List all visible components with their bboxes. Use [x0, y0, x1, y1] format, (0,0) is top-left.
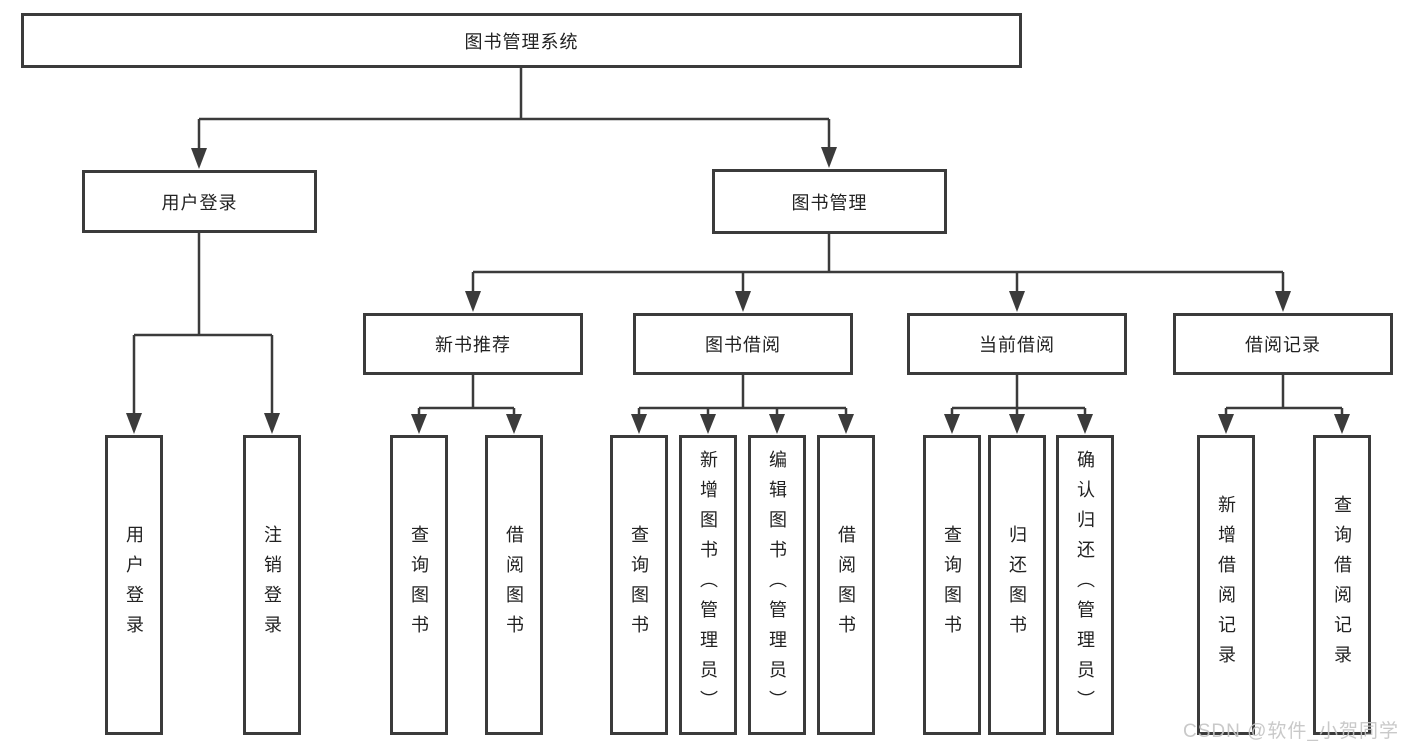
node-user-login: 用户登录 [82, 170, 317, 233]
node-label: 新增图书（管理员） [698, 450, 718, 720]
node-label: 查询图书 [942, 525, 962, 645]
connector-book-management-children [465, 234, 1291, 312]
connector-current-borrow-children [944, 375, 1093, 434]
arrowhead-icon [1218, 414, 1234, 434]
node-label: 借阅图书 [504, 525, 524, 645]
node-label: 图书管理系统 [464, 31, 579, 52]
node-label: 新增借阅记录 [1216, 495, 1236, 675]
arrowhead-icon [1077, 414, 1093, 434]
node-label: 查询借阅记录 [1332, 495, 1352, 675]
leaf-query-books-borrow: 查询图书 [610, 435, 668, 735]
arrowhead-icon [264, 413, 280, 434]
leaf-return-books: 归还图书 [988, 435, 1046, 735]
connector-root-to-level2 [191, 68, 837, 169]
csdn-watermark: CSDN @软件_小贺同学 [1183, 721, 1399, 742]
node-label: 查询图书 [629, 525, 649, 645]
node-new-book-recommend: 新书推荐 [363, 313, 583, 375]
node-label: 图书借阅 [705, 335, 781, 355]
leaf-add-books-admin: 新增图书（管理员） [679, 435, 737, 735]
arrowhead-icon [735, 291, 751, 312]
connector-new-book-children [411, 375, 522, 434]
node-current-borrow: 当前借阅 [907, 313, 1127, 375]
arrowhead-icon [944, 414, 960, 434]
arrowhead-icon [126, 413, 142, 434]
node-label: 用户登录 [124, 525, 144, 645]
node-label: 借阅记录 [1245, 335, 1321, 355]
node-label: 查询图书 [409, 525, 429, 645]
node-label: 归还图书 [1007, 525, 1027, 645]
connector-user-login-children [126, 233, 280, 434]
node-book-management: 图书管理 [712, 169, 947, 234]
node-label: 确认归还（管理员） [1075, 450, 1095, 720]
leaf-borrow-books-recommend: 借阅图书 [485, 435, 543, 735]
arrowhead-icon [465, 291, 481, 312]
leaf-user-login: 用户登录 [105, 435, 163, 735]
node-book-borrow: 图书借阅 [633, 313, 853, 375]
node-label: 新书推荐 [435, 335, 511, 355]
leaf-borrow-books: 借阅图书 [817, 435, 875, 735]
node-label: 图书管理 [791, 192, 868, 213]
node-label: 用户登录 [161, 192, 238, 213]
arrowhead-icon [631, 414, 647, 434]
arrowhead-icon [506, 414, 522, 434]
arrowhead-icon [1009, 414, 1025, 434]
node-label: 当前借阅 [979, 335, 1055, 355]
arrowhead-icon [838, 414, 854, 434]
arrowhead-icon [191, 148, 207, 169]
node-library-management-system: 图书管理系统 [21, 13, 1022, 68]
arrowhead-icon [700, 414, 716, 434]
arrowhead-icon [1275, 291, 1291, 312]
node-label: 借阅图书 [836, 525, 856, 645]
leaf-query-books-recommend: 查询图书 [390, 435, 448, 735]
node-borrow-record: 借阅记录 [1173, 313, 1393, 375]
node-label: 注销登录 [262, 525, 282, 645]
leaf-logout: 注销登录 [243, 435, 301, 735]
leaf-edit-books-admin: 编辑图书（管理员） [748, 435, 806, 735]
arrowhead-icon [769, 414, 785, 434]
leaf-query-borrow-record: 查询借阅记录 [1313, 435, 1371, 735]
arrowhead-icon [411, 414, 427, 434]
connector-book-borrow-children [631, 375, 854, 434]
leaf-confirm-return-admin: 确认归还（管理员） [1056, 435, 1114, 735]
arrowhead-icon [1334, 414, 1350, 434]
leaf-query-books-current: 查询图书 [923, 435, 981, 735]
arrowhead-icon [1009, 291, 1025, 312]
leaf-add-borrow-record: 新增借阅记录 [1197, 435, 1255, 735]
node-label: 编辑图书（管理员） [767, 450, 787, 720]
arrowhead-icon [821, 147, 837, 168]
connector-borrow-record-children [1218, 375, 1350, 434]
